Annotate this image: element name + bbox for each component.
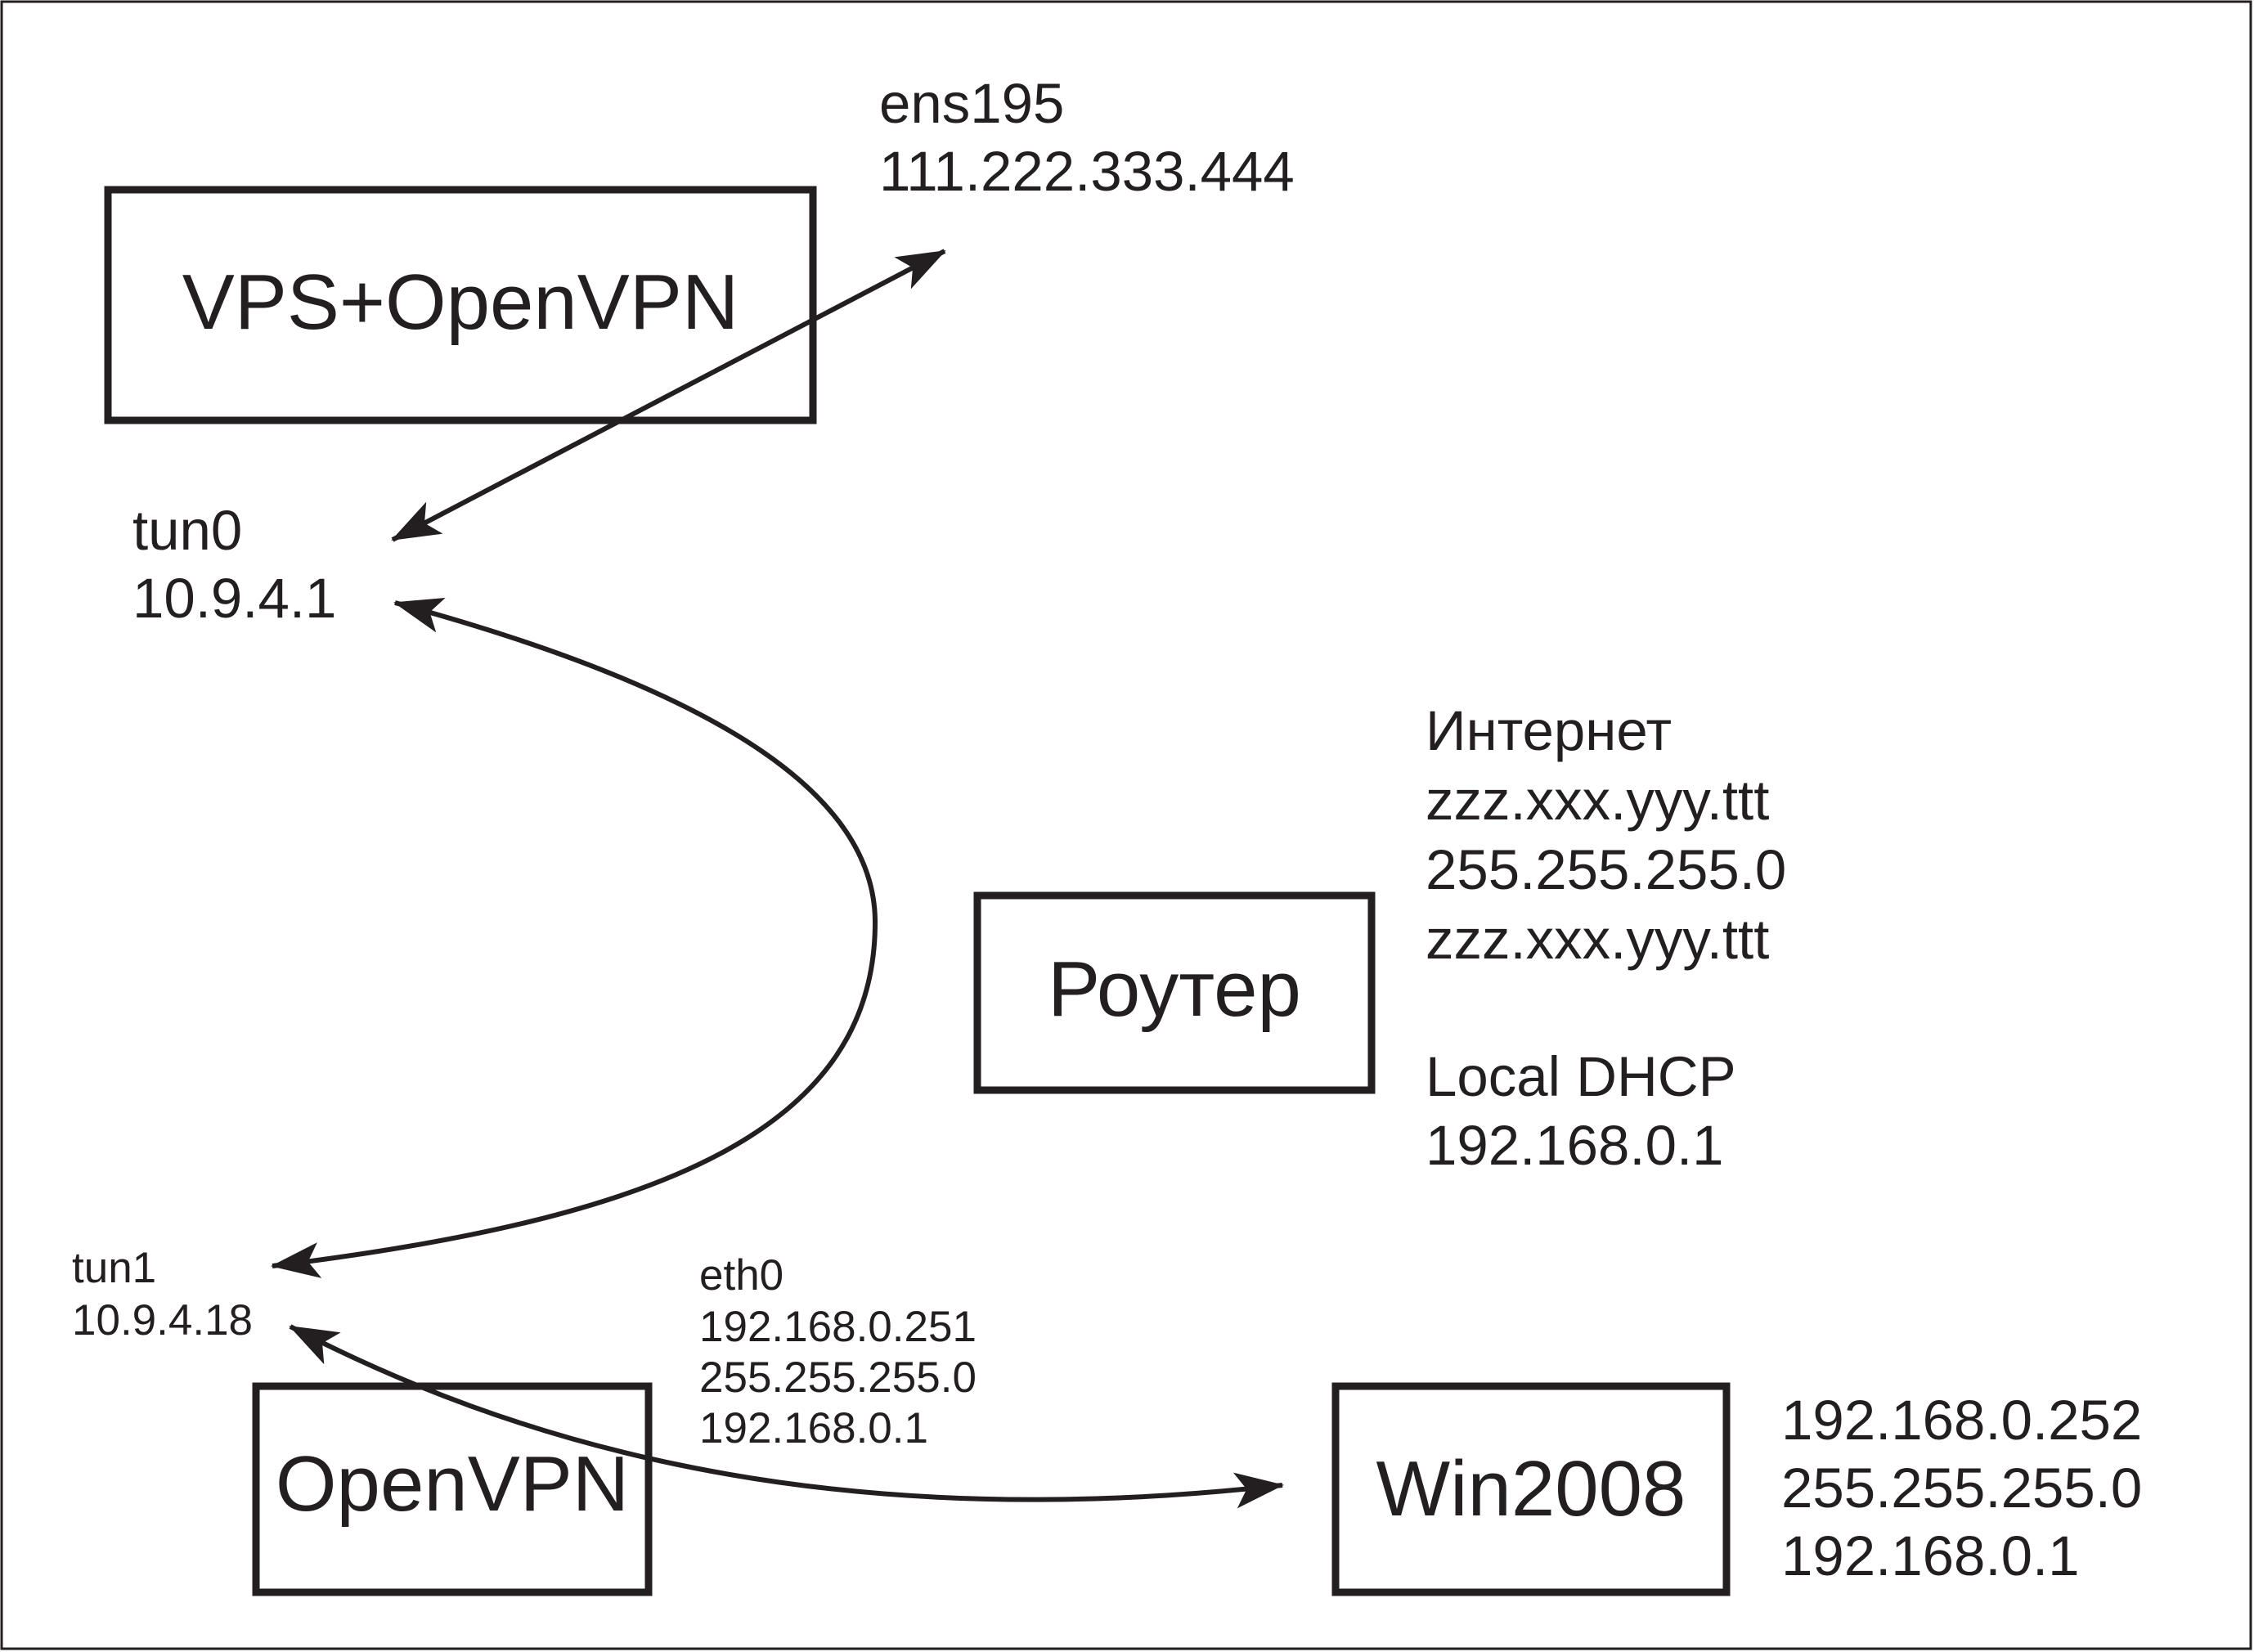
internet-ip: zzz.xxx.yyy.ttt	[1426, 769, 1769, 832]
edge-tun0-tun1	[271, 597, 878, 1278]
internet-gateway: zzz.xxx.yyy.ttt	[1426, 908, 1769, 971]
tun0-iface: tun0	[132, 499, 242, 562]
eth0-ip: 192.168.0.251	[699, 1303, 977, 1351]
ens195-label: ens195 111.222.333.444	[879, 72, 1295, 203]
tun1-iface: tun1	[72, 1244, 156, 1292]
node-win2008-label: Win2008	[1376, 1445, 1686, 1533]
ens195-iface: ens195	[879, 72, 1064, 135]
local-dhcp-title: Local DHCP	[1426, 1045, 1736, 1108]
node-openvpn: OpenVPN	[252, 1382, 653, 1596]
edge-tun0-ens195	[391, 249, 946, 542]
tun1-ip: 10.9.4.18	[72, 1296, 253, 1344]
internet-title: Интернет	[1426, 699, 1672, 762]
node-vps: VPS+OpenVPN	[104, 186, 817, 424]
node-win2008: Win2008	[1331, 1382, 1731, 1596]
internet-mask: 255.255.255.0	[1426, 838, 1786, 901]
eth0-label: eth0 192.168.0.251 255.255.255.0 192.168…	[699, 1251, 977, 1452]
node-router-label: Роутер	[1048, 945, 1301, 1033]
node-openvpn-label: OpenVPN	[276, 1440, 629, 1528]
edge-tun1-win2008	[289, 1324, 1284, 1509]
internet-label: Интернет zzz.xxx.yyy.ttt 255.255.255.0 z…	[1426, 699, 1786, 971]
win2008-ip: 192.168.0.252	[1781, 1389, 2142, 1452]
local-dhcp-label: Local DHCP 192.168.0.1	[1426, 1045, 1736, 1177]
eth0-gateway: 192.168.0.1	[699, 1404, 928, 1452]
tun0-label: tun0 10.9.4.1	[132, 499, 336, 630]
win2008-net-label: 192.168.0.252 255.255.255.0 192.168.0.1	[1781, 1389, 2142, 1587]
local-dhcp-ip: 192.168.0.1	[1426, 1114, 1724, 1177]
eth0-mask: 255.255.255.0	[699, 1353, 977, 1402]
ens195-ip: 111.222.333.444	[879, 140, 1295, 203]
node-vps-label: VPS+OpenVPN	[182, 258, 739, 346]
win2008-mask: 255.255.255.0	[1781, 1457, 2142, 1520]
eth0-iface: eth0	[699, 1251, 784, 1300]
tun0-ip: 10.9.4.1	[132, 567, 336, 630]
tun1-label: tun1 10.9.4.18	[72, 1244, 253, 1344]
node-router: Роутер	[973, 891, 1376, 1094]
node-win2008-box	[1331, 1382, 1731, 1596]
node-router-box	[973, 891, 1376, 1094]
win2008-gateway: 192.168.0.1	[1781, 1524, 2080, 1587]
